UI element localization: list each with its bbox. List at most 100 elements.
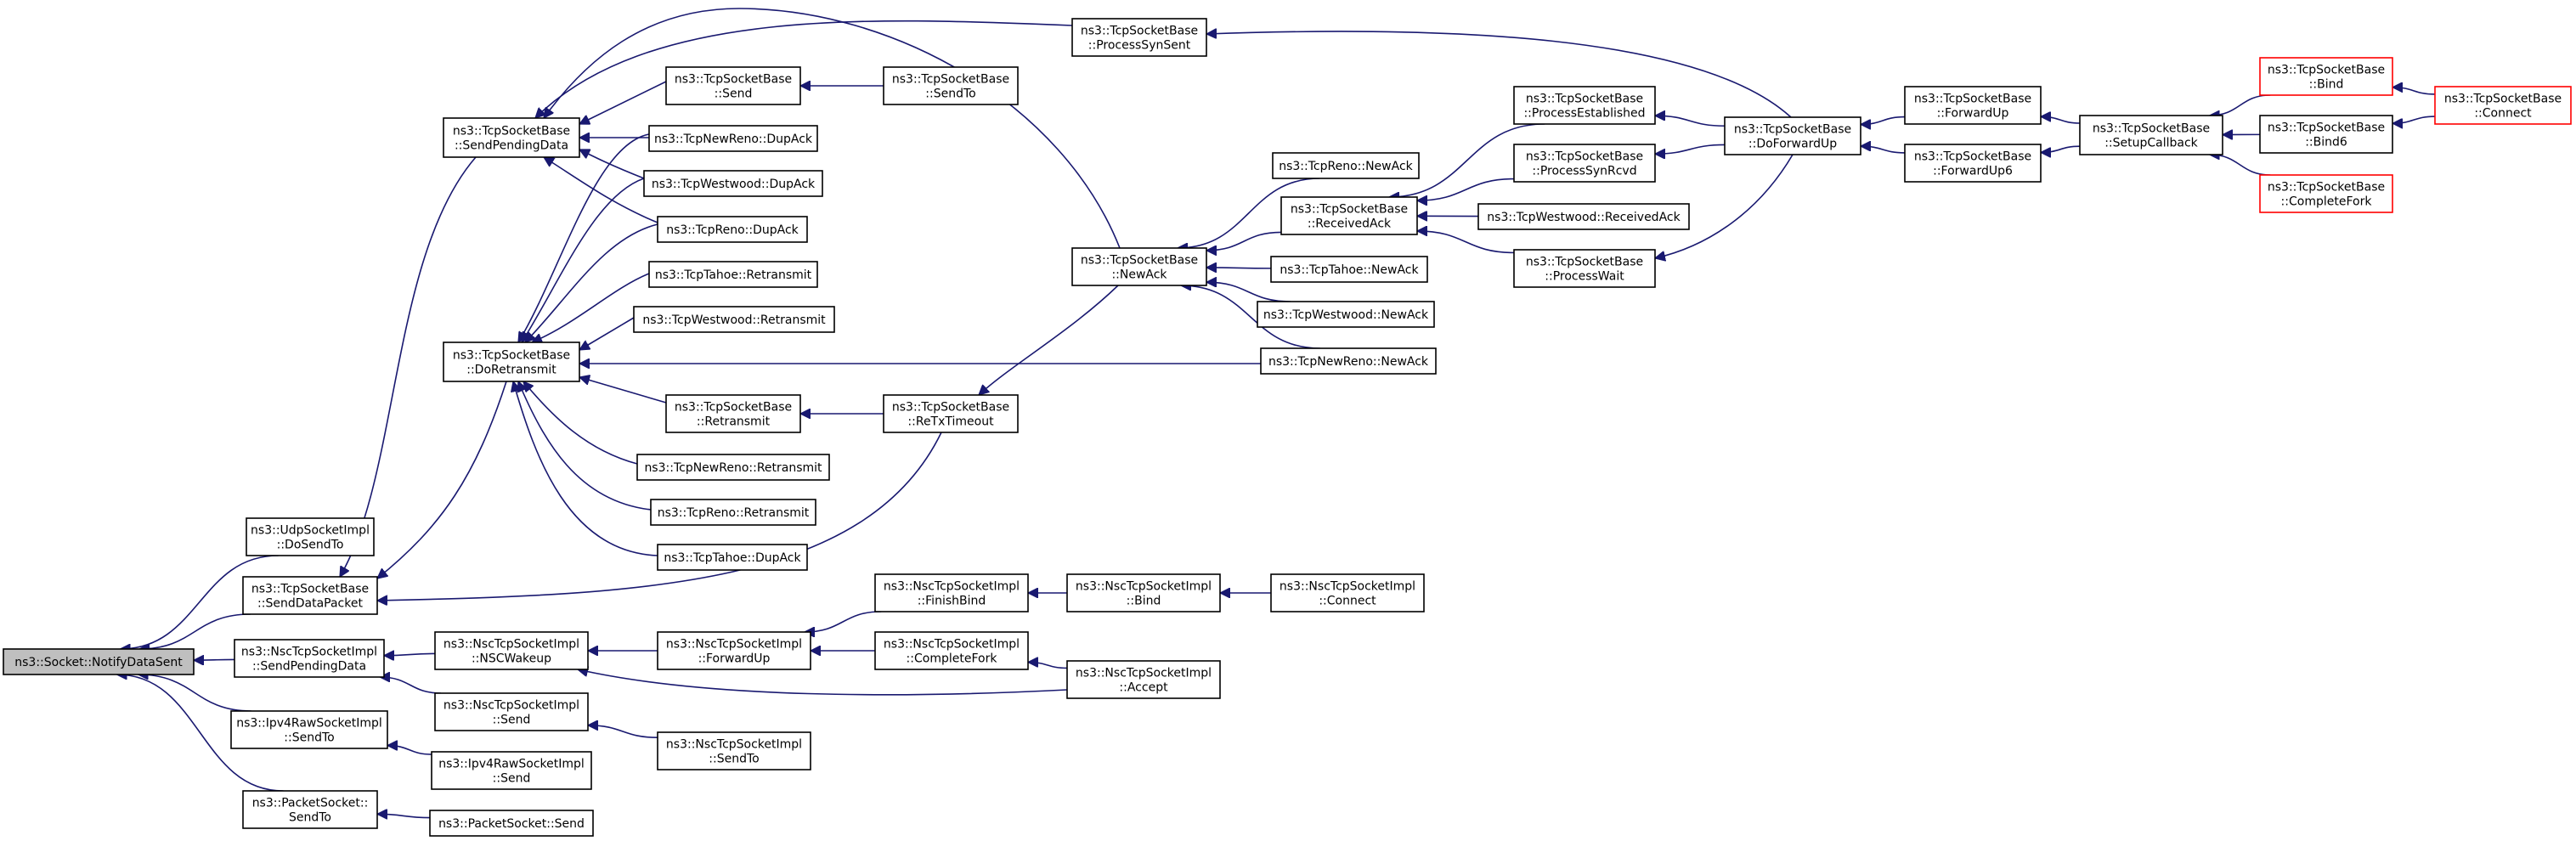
node-tcpReTxTimeout[interactable]: ns3::TcpSocketBase::ReTxTimeout bbox=[883, 394, 1019, 433]
node-renoDupAck[interactable]: ns3::TcpReno::DupAck bbox=[657, 216, 808, 243]
node-ipv4Send[interactable]: ns3::Ipv4RawSocketImpl::Send bbox=[431, 751, 592, 790]
edge-tcpCompleteFork-to-tcpSetupCallback bbox=[2210, 155, 2271, 176]
node-tcpRetransmit[interactable]: ns3::TcpSocketBase::Retransmit bbox=[665, 394, 801, 433]
node-tcpSendDataPacket[interactable]: ns3::TcpSocketBase::SendDataPacket bbox=[242, 576, 378, 615]
node-nscAccept[interactable]: ns3::NscTcpSocketImpl::Accept bbox=[1066, 660, 1221, 699]
node-label: ns3::NscTcpSocketImpl bbox=[1076, 580, 1212, 594]
node-tcpBind6[interactable]: ns3::TcpSocketBase::Bind6 bbox=[2259, 115, 2393, 154]
node-tahoeNewAck[interactable]: ns3::TcpTahoe::NewAck bbox=[1270, 256, 1428, 283]
node-box bbox=[648, 261, 818, 288]
edge-nscSend-to-nscSendPending bbox=[380, 677, 441, 694]
node-tcpDoRetransmit[interactable]: ns3::TcpSocketBase::DoRetransmit bbox=[443, 341, 580, 382]
node-label: ns3::NscTcpSocketImpl bbox=[443, 699, 579, 713]
node-label: ns3::TcpSocketBase bbox=[453, 349, 570, 363]
edge-tcpDoForwardUp-to-tcpProcessWait bbox=[1655, 154, 1794, 258]
node-nscForwardUp[interactable]: ns3::NscTcpSocketImpl::ForwardUp bbox=[657, 631, 811, 670]
node-label: ::SetupCallback bbox=[2104, 137, 2198, 150]
node-tcpReceivedAck[interactable]: ns3::TcpSocketBase::ReceivedAck bbox=[1280, 196, 1418, 235]
edge-tcpConnect-to-tcpBind6 bbox=[2392, 116, 2436, 123]
edge-ipv4Send-to-ipv4SendTo bbox=[387, 746, 432, 755]
node-ipv4SendTo[interactable]: ns3::Ipv4RawSocketImpl::SendTo bbox=[230, 710, 388, 749]
node-label: ::SendDataPacket bbox=[257, 597, 363, 611]
node-box bbox=[657, 216, 808, 243]
node-box bbox=[643, 170, 823, 197]
edge-tcpNewAck-to-tcpSendPending bbox=[544, 8, 1121, 249]
node-label: ns3::TcpSocketBase bbox=[1526, 93, 1643, 106]
node-label: ns3::TcpSocketBase bbox=[675, 73, 792, 87]
node-newRenoNewAck[interactable]: ns3::TcpNewReno::NewAck bbox=[1260, 347, 1437, 375]
node-nscSendTo[interactable]: ns3::NscTcpSocketImpl::SendTo bbox=[657, 731, 811, 770]
node-nscConnect[interactable]: ns3::NscTcpSocketImpl::Connect bbox=[1270, 573, 1425, 612]
edge-tcpConnect-to-tcpBind bbox=[2392, 87, 2436, 95]
node-box bbox=[1260, 347, 1437, 375]
node-nscSendPending[interactable]: ns3::NscTcpSocketImpl::SendPendingData bbox=[234, 639, 385, 678]
node-nscNSCWakeup[interactable]: ns3::NscTcpSocketImpl::NSCWakeup bbox=[434, 631, 589, 670]
node-westwoodNewAck[interactable]: ns3::TcpWestwood::NewAck bbox=[1257, 301, 1435, 328]
node-westwoodReceivedAck[interactable]: ns3::TcpWestwood::ReceivedAck bbox=[1477, 203, 1690, 230]
node-box bbox=[874, 573, 1029, 612]
node-tcpProcessSynSent[interactable]: ns3::TcpSocketBase::ProcessSynSent bbox=[1071, 18, 1207, 57]
edge-pktSend-to-pktSendTo bbox=[377, 814, 431, 817]
node-newRenoDupAck[interactable]: ns3::TcpNewReno::DupAck bbox=[648, 125, 818, 152]
node-westwoodDupAck[interactable]: ns3::TcpWestwood::DupAck bbox=[643, 170, 823, 197]
node-renoNewAck[interactable]: ns3::TcpReno::NewAck bbox=[1272, 152, 1420, 179]
node-tahoeDupAck[interactable]: ns3::TcpTahoe::DupAck bbox=[657, 544, 808, 571]
node-tcpNewAck[interactable]: ns3::TcpSocketBase::NewAck bbox=[1071, 247, 1207, 286]
edge-tcpDoForwardUp-to-tcpProcessSynRcvd bbox=[1655, 144, 1726, 154]
node-pktSendTo[interactable]: ns3::PacketSocket::SendTo bbox=[242, 790, 378, 829]
node-label: SendTo bbox=[289, 811, 331, 825]
node-label: ::SendPendingData bbox=[252, 660, 366, 674]
node-tcpCompleteFork[interactable]: ns3::TcpSocketBase::CompleteFork bbox=[2259, 174, 2393, 213]
node-label: ns3::TcpSocketBase bbox=[1914, 150, 2031, 164]
node-tcpSendPending[interactable]: ns3::TcpSocketBase::SendPendingData bbox=[443, 117, 580, 158]
node-udpDoSendTo[interactable]: ns3::UdpSocketImpl::DoSendTo bbox=[246, 517, 375, 556]
node-label: ns3::PacketSocket::Send bbox=[438, 817, 585, 831]
edge-renoRetransmit-to-tcpDoRetransmit bbox=[518, 381, 652, 511]
nodes-layer: ns3::Socket::NotifyDataSent ns3::UdpSocke… bbox=[3, 18, 2572, 837]
node-tahoeRetransmit[interactable]: ns3::TcpTahoe::Retransmit bbox=[648, 261, 818, 288]
node-label: ns3::NscTcpSocketImpl bbox=[443, 638, 579, 652]
node-pktSend[interactable]: ns3::PacketSocket::Send bbox=[429, 810, 594, 837]
edge-tahoeRetransmit-to-tcpDoRetransmit bbox=[532, 273, 650, 342]
node-nscBind[interactable]: ns3::NscTcpSocketImpl::Bind bbox=[1066, 573, 1221, 612]
node-root[interactable]: ns3::Socket::NotifyDataSent bbox=[3, 648, 195, 675]
edge-tcpReceivedAck-to-tcpNewAck bbox=[1206, 231, 1282, 250]
node-nscCompleteFork[interactable]: ns3::NscTcpSocketImpl::CompleteFork bbox=[874, 631, 1029, 670]
node-tcpProcessSynRcvd[interactable]: ns3::TcpSocketBase::ProcessSynRcvd bbox=[1513, 144, 1656, 183]
node-tcpSend[interactable]: ns3::TcpSocketBase::Send bbox=[665, 66, 801, 105]
node-label: ns3::Socket::NotifyDataSent bbox=[14, 656, 183, 669]
edge-renoDupAck-to-tcpDoRetransmit bbox=[525, 223, 658, 342]
node-tcpConnect[interactable]: ns3::TcpSocketBase::Connect bbox=[2434, 86, 2572, 125]
node-tcpProcessEstablished[interactable]: ns3::TcpSocketBase::ProcessEstablished bbox=[1513, 86, 1656, 125]
node-box bbox=[1513, 144, 1656, 183]
node-label: ns3::TcpReno::DupAck bbox=[666, 223, 799, 237]
node-tcpSetupCallback[interactable]: ns3::TcpSocketBase::SetupCallback bbox=[2079, 115, 2223, 155]
edge-tcpProcessEstablished-to-tcpReceivedAck bbox=[1389, 123, 1545, 197]
node-renoRetransmit[interactable]: ns3::TcpReno::Retransmit bbox=[650, 499, 816, 526]
node-westwoodRetransmit[interactable]: ns3::TcpWestwood::Retransmit bbox=[633, 306, 835, 333]
edge-tcpRetransmit-to-tcpDoRetransmit bbox=[579, 377, 667, 404]
node-label: ns3::PacketSocket:: bbox=[252, 797, 369, 810]
node-tcpForwardUp[interactable]: ns3::TcpSocketBase::ForwardUp bbox=[1904, 86, 2042, 125]
node-box bbox=[2259, 57, 2393, 96]
node-tcpForwardUp6[interactable]: ns3::TcpSocketBase::ForwardUp6 bbox=[1904, 144, 2042, 183]
node-label: ns3::TcpSocketBase bbox=[2268, 181, 2385, 195]
node-nscSend[interactable]: ns3::NscTcpSocketImpl::Send bbox=[434, 692, 589, 731]
node-box bbox=[1270, 573, 1425, 612]
node-label: ::DoRetransmit bbox=[466, 364, 556, 377]
node-label: ns3::TcpSocketBase bbox=[892, 73, 1009, 87]
node-tcpDoForwardUp[interactable]: ns3::TcpSocketBase::DoForwardUp bbox=[1724, 116, 1861, 155]
node-nscFinishBind[interactable]: ns3::NscTcpSocketImpl::FinishBind bbox=[874, 573, 1029, 612]
node-label: ::Connect bbox=[2474, 107, 2532, 121]
node-label: ::Send bbox=[493, 714, 531, 727]
node-tcpBind[interactable]: ns3::TcpSocketBase::Bind bbox=[2259, 57, 2393, 96]
edge-nscFinishBind-to-nscForwardUp bbox=[805, 611, 882, 632]
node-box bbox=[2259, 174, 2393, 213]
node-tcpSendTo[interactable]: ns3::TcpSocketBase::SendTo bbox=[883, 66, 1019, 105]
node-box bbox=[2434, 86, 2572, 125]
node-label: ::ReceivedAck bbox=[1308, 217, 1392, 231]
node-newRenoRetransmit[interactable]: ns3::TcpNewReno::Retransmit bbox=[636, 454, 830, 481]
edge-nscAccept-to-nscNSCWakeup bbox=[578, 669, 1068, 696]
node-label: ns3::TcpSocketBase bbox=[1526, 150, 1643, 164]
node-tcpProcessWait[interactable]: ns3::TcpSocketBase::ProcessWait bbox=[1513, 249, 1656, 288]
